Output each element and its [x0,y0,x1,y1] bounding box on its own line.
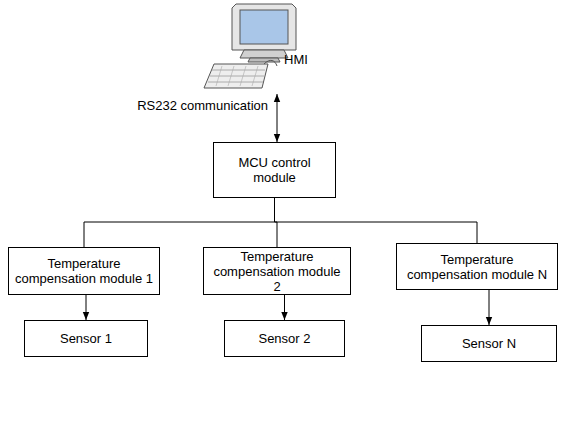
compensation-box: Temperature compensation module 1 [8,247,160,295]
connector-line [86,295,87,320]
node-label: Sensor 1 [60,331,112,346]
sensor-box: Sensor N [421,325,557,362]
node-label: Sensor 2 [258,331,310,346]
edge-label: RS232 communication [136,98,269,113]
hmi-terminal: HMI [200,0,310,92]
sensor-box: Sensor 2 [224,320,345,357]
node-label: MCU control module [219,155,330,185]
compensation-box: Temperature compensation module 2 [203,247,351,295]
connector-line [84,198,275,247]
connector-line [275,198,478,243]
connector-line [489,290,490,325]
node-label: Sensor N [462,336,516,351]
node-label: HMI [284,52,308,67]
node-label: Temperature compensation module 2 [209,249,345,294]
compensation-box: Temperature compensation module N [396,243,558,290]
sensor-box: Sensor 1 [24,320,148,357]
mcu-box: MCU control module [213,142,336,198]
node-label: Temperature compensation module N [402,252,552,282]
connector-line [284,295,285,320]
node-label: Temperature compensation module 1 [14,256,154,286]
computer-icon [204,4,296,88]
connector-line [277,94,278,142]
